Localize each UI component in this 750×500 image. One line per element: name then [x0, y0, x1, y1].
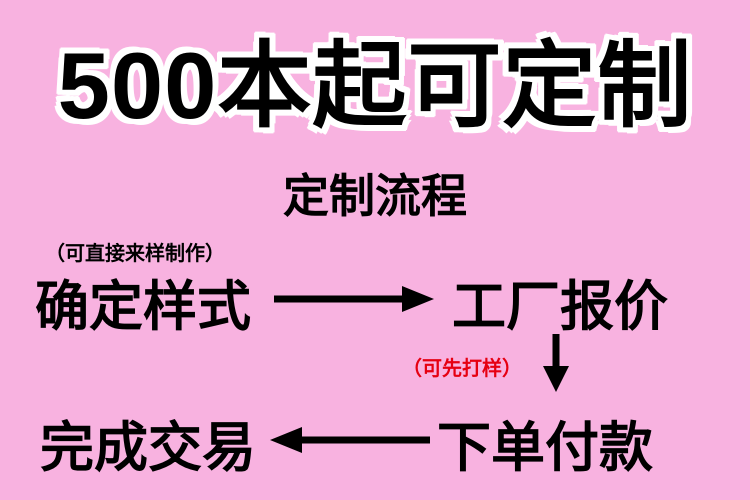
banner-title: 500本起可定制: [57, 33, 693, 138]
note-proof-first: （可先打样）: [402, 358, 522, 380]
arrow-right-icon: [272, 283, 436, 320]
flow-heading: 定制流程: [283, 170, 467, 222]
step-confirm-style: 确定样式: [35, 277, 251, 337]
arrow-down-icon: [540, 332, 572, 399]
step-factory-quote: 工厂报价: [452, 277, 668, 337]
note-sample-making: （可直接来样制作）: [45, 243, 225, 265]
step-order-payment: 下单付款: [437, 418, 653, 478]
arrow-left-icon: [268, 424, 432, 461]
step-complete-deal: 完成交易: [40, 418, 256, 478]
